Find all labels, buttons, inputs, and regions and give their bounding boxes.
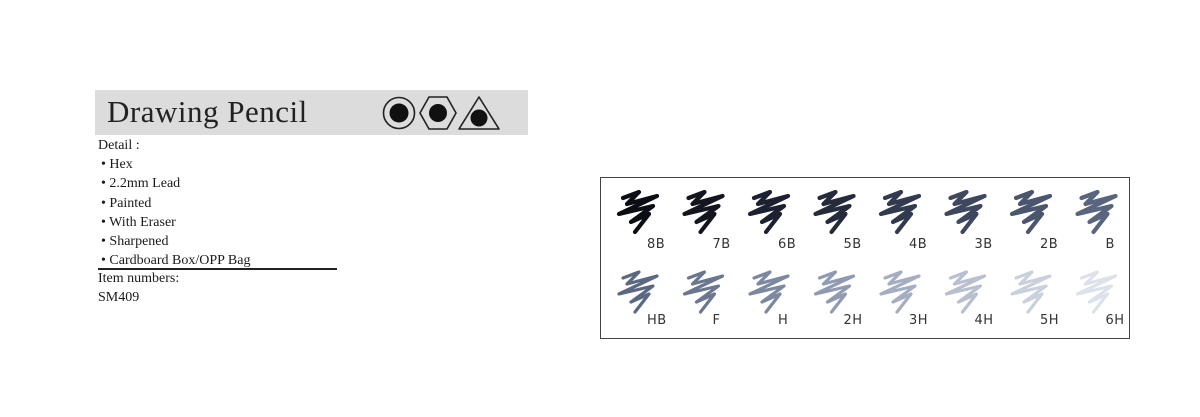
feature-text: Sharpened bbox=[109, 234, 169, 250]
grade-label-7b: 7B bbox=[712, 237, 731, 252]
grade-scribble-b bbox=[1075, 189, 1118, 235]
feature-item: • 2.2mm Lead bbox=[101, 176, 181, 192]
grade-scribble-f bbox=[682, 270, 725, 314]
feature-item: • Hex bbox=[101, 157, 133, 173]
grade-label-f: F bbox=[712, 313, 721, 328]
grade-scribble-2h bbox=[813, 270, 856, 314]
grade-scribble-4h bbox=[944, 270, 987, 314]
grade-label-2b: 2B bbox=[1040, 237, 1059, 252]
grade-swatch-panel: 8B 7B 6B 5B 4B 3B 2B B HB F H 2H 3H 4H 5H 6H bbox=[600, 177, 1130, 339]
grade-scribble-4b bbox=[878, 189, 922, 235]
grade-swatch-graphic bbox=[616, 189, 1118, 314]
feature-text: Hex bbox=[109, 157, 133, 173]
feature-text: With Eraser bbox=[109, 214, 176, 230]
feature-text: Cardboard Box/OPP Bag bbox=[109, 253, 251, 269]
grade-scribble-6h bbox=[1075, 270, 1118, 314]
grade-scribble-hb bbox=[617, 270, 659, 314]
feature-item: • Cardboard Box/OPP Bag bbox=[101, 253, 251, 269]
triangle-pencil-icon bbox=[458, 96, 500, 130]
grade-label-3h: 3H bbox=[909, 313, 929, 328]
detail-list: Detail : • Hex • 2.2mm Lead • Painted • … bbox=[98, 136, 250, 270]
feature-item: • With Eraser bbox=[101, 214, 176, 230]
grade-label-h: H bbox=[778, 313, 789, 328]
grade-scribble-3h bbox=[879, 270, 921, 314]
grade-scribble-3b bbox=[944, 189, 987, 235]
hex-pencil-icon bbox=[419, 96, 457, 130]
grade-scribble-7b bbox=[682, 189, 725, 235]
grade-label-4h: 4H bbox=[974, 313, 994, 328]
grade-label-8b: 8B bbox=[647, 237, 666, 252]
grade-scribble-2b bbox=[1009, 189, 1053, 235]
feature-text: 2.2mm Lead bbox=[109, 176, 181, 192]
product-title: Drawing Pencil bbox=[107, 94, 308, 129]
title-bar: Drawing Pencil bbox=[95, 90, 528, 135]
grade-label-5h: 5H bbox=[1040, 313, 1060, 328]
feature-item: • Sharpened bbox=[101, 234, 169, 250]
grade-scribble-5b bbox=[813, 189, 856, 235]
item-number-value: SM409 bbox=[98, 290, 140, 306]
detail-heading: Detail : bbox=[98, 138, 140, 153]
grade-scribble-8b bbox=[616, 189, 660, 235]
item-numbers: Item numbers: SM409 bbox=[98, 269, 179, 307]
grade-label-2h: 2H bbox=[843, 313, 863, 328]
grade-label-6h: 6H bbox=[1105, 313, 1125, 328]
round-pencil-icon bbox=[382, 96, 416, 130]
grade-scribble-5h bbox=[1010, 270, 1052, 314]
grade-scribble-6b bbox=[747, 189, 791, 235]
grade-label-4b: 4B bbox=[909, 237, 928, 252]
feature-item: • Painted bbox=[101, 195, 152, 211]
grade-label-5b: 5B bbox=[843, 237, 862, 252]
grade-label-6b: 6B bbox=[778, 237, 797, 252]
grade-label-b: B bbox=[1105, 237, 1115, 252]
item-numbers-label: Item numbers: bbox=[98, 271, 180, 286]
grade-scribble-h bbox=[748, 270, 790, 314]
grade-label-3b: 3B bbox=[974, 237, 993, 252]
feature-text: Painted bbox=[109, 195, 152, 211]
grade-label-hb: HB bbox=[647, 313, 667, 328]
divider-line bbox=[98, 268, 337, 270]
pencil-shape-icons bbox=[382, 96, 500, 130]
